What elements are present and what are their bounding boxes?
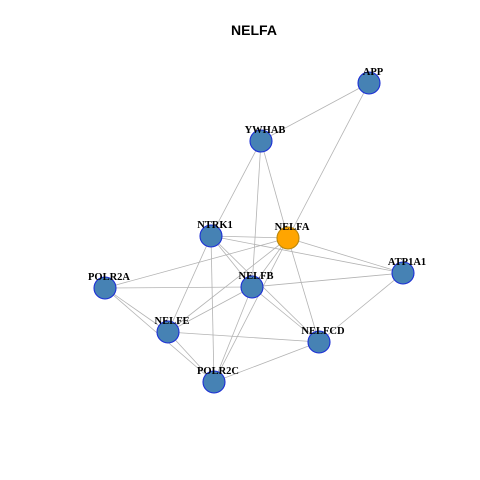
edge-app-ywhab <box>260 82 370 142</box>
node-label-nelfa: NELFA <box>275 222 310 233</box>
node-ntrk1[interactable] <box>199 224 223 248</box>
edge-nelfe-nelfcd <box>167 331 320 343</box>
node-nelfe[interactable] <box>156 320 180 344</box>
node-label-nelfe: NELFE <box>154 316 189 327</box>
node-app[interactable] <box>357 71 381 95</box>
edge-polr2a-nelfe <box>104 287 169 333</box>
edge-nelfb-nelfcd <box>251 286 320 343</box>
node-layer <box>93 71 415 394</box>
edge-ntrk1-polr2c <box>210 235 215 383</box>
node-label-nelfcd: NELFCD <box>301 326 345 337</box>
node-label-nelfb: NELFB <box>238 271 273 282</box>
node-label-app: APP <box>363 67 384 78</box>
diagram-title: NELFA <box>231 22 277 38</box>
node-nelfb[interactable] <box>240 275 264 299</box>
edge-ywhab-ntrk1 <box>210 140 262 237</box>
edge-ywhab-nelfb <box>251 140 262 288</box>
edge-ywhab-nelfa <box>260 140 289 239</box>
edge-nelfb-nelfe <box>167 286 253 333</box>
edge-ntrk1-nelfcd <box>210 235 320 343</box>
edge-nelfa-nelfe <box>167 237 289 333</box>
edge-nelfcd-polr2c <box>213 341 320 383</box>
edge-polr2a-nelfb <box>104 286 253 289</box>
edge-nelfb-atp1a1 <box>251 272 404 288</box>
node-label-ywhab: YWHAB <box>245 125 286 136</box>
node-label-polr2c: POLR2C <box>197 366 239 377</box>
node-label-polr2a: POLR2A <box>88 272 130 283</box>
edge-nelfa-polr2c <box>213 237 289 383</box>
node-ywhab[interactable] <box>249 129 273 153</box>
edge-nelfa-nelfcd <box>287 237 320 343</box>
node-polr2c[interactable] <box>202 370 226 394</box>
edge-nelfb-polr2c <box>213 286 253 383</box>
edge-ntrk1-nelfe <box>167 235 212 333</box>
edge-ntrk1-atp1a1 <box>210 235 404 274</box>
node-label-atp1a1: ATP1A1 <box>388 257 426 268</box>
node-label-ntrk1: NTRK1 <box>197 220 233 231</box>
node-atp1a1[interactable] <box>391 261 415 285</box>
node-nelfa[interactable] <box>276 226 300 250</box>
node-nelfcd[interactable] <box>307 330 331 354</box>
edge-app-nelfa <box>287 82 370 239</box>
edge-nelfa-atp1a1 <box>287 237 404 274</box>
edge-ntrk1-nelfa <box>210 235 289 239</box>
node-polr2a[interactable] <box>93 276 117 300</box>
edge-nelfcd-atp1a1 <box>318 272 404 343</box>
edge-nelfa-polr2a <box>104 237 289 289</box>
edge-layer <box>104 82 404 383</box>
